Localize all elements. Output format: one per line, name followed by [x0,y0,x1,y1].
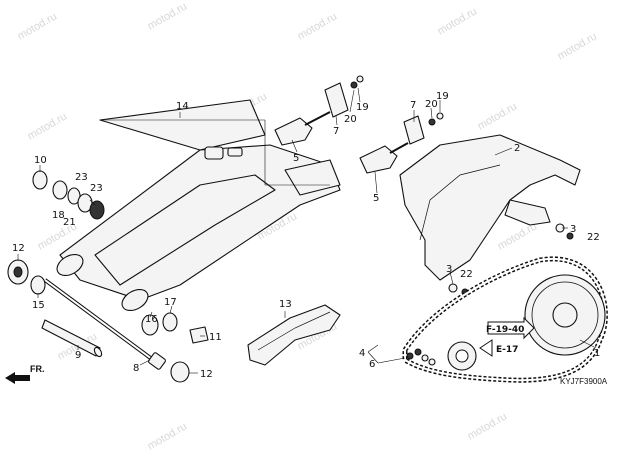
callout-5: 5 [373,193,379,204]
callout-13: 13 [279,299,292,310]
watermark-text: motod.ru [466,410,510,442]
callout-10: 10 [34,155,47,166]
leader-lines [17,87,597,374]
callout-23: 23 [75,172,88,183]
callout-18: 18 [52,210,65,221]
chain-guard [247,304,341,366]
drive-chain [402,256,608,383]
pivot-bolt [43,278,166,370]
callout-3: 3 [446,264,452,275]
direction-label: FR. [30,364,45,374]
callout-7: 7 [333,126,339,137]
callout-22: 22 [587,232,600,243]
callout-20: 20 [425,99,438,110]
swingarm [56,99,341,312]
chain-adjuster-upper [274,111,331,146]
callout-12: 12 [200,369,213,380]
reference-f-19-40: F-19-40 [486,316,535,340]
svg-text:E-17: E-17 [496,345,518,355]
callout-17: 17 [164,297,177,308]
adjuster-plate-upper [324,75,364,118]
watermark-text: motod.ru [16,10,60,42]
callout-3: 3 [570,224,576,235]
callout-20: 20 [344,114,357,125]
upper-pivot-hardware [52,180,105,220]
hugger-bolt-upper [555,223,574,240]
diagram-code: KYJ7F3900A [560,377,608,386]
watermark-text: motod.ru [296,10,340,42]
callout-2: 2 [514,143,520,154]
watermark-text: motod.ru [436,5,480,37]
svg-text:F-19-40: F-19-40 [486,325,524,335]
callout-9: 9 [75,350,81,361]
watermark-text: motod.ru [496,220,540,252]
callout-4: 4 [359,348,365,359]
callout-21: 21 [63,217,76,228]
chain-adjuster-lower [359,142,409,174]
watermark-text: motod.ru [146,0,190,32]
callout-1: 1 [594,348,600,359]
callout-14: 14 [176,101,189,112]
callout-12: 12 [12,243,25,254]
reference-e-17: E-17 [479,339,518,357]
right-pivot-hardware [141,312,209,383]
watermark-text: motod.ru [146,420,190,452]
callout-8: 8 [133,363,139,374]
adjuster-plate-lower [403,112,444,145]
callout-19: 19 [436,91,449,102]
watermark-text: motod.ru [26,110,70,142]
callout-labels: 1 2 3 3 4 5 5 6 7 7 8 9 10 11 12 12 13 1… [12,91,600,380]
callout-16: 16 [145,314,158,325]
front-direction-arrow: FR. [5,364,45,384]
callout-15: 15 [32,300,45,311]
callout-19: 19 [356,102,369,113]
callout-7: 7 [410,100,416,111]
callout-11: 11 [209,332,222,343]
watermark-text: motod.ru [556,30,600,62]
watermark-text: motod.ru [476,100,520,132]
pivot-collar [41,319,103,358]
left-pivot-hardware [7,170,48,295]
sprocket-fasteners [406,348,436,366]
callout-5: 5 [293,153,299,164]
rear-hugger [399,134,581,281]
callout-6: 6 [369,359,375,370]
callout-23: 23 [90,183,103,194]
callout-22: 22 [460,269,473,280]
